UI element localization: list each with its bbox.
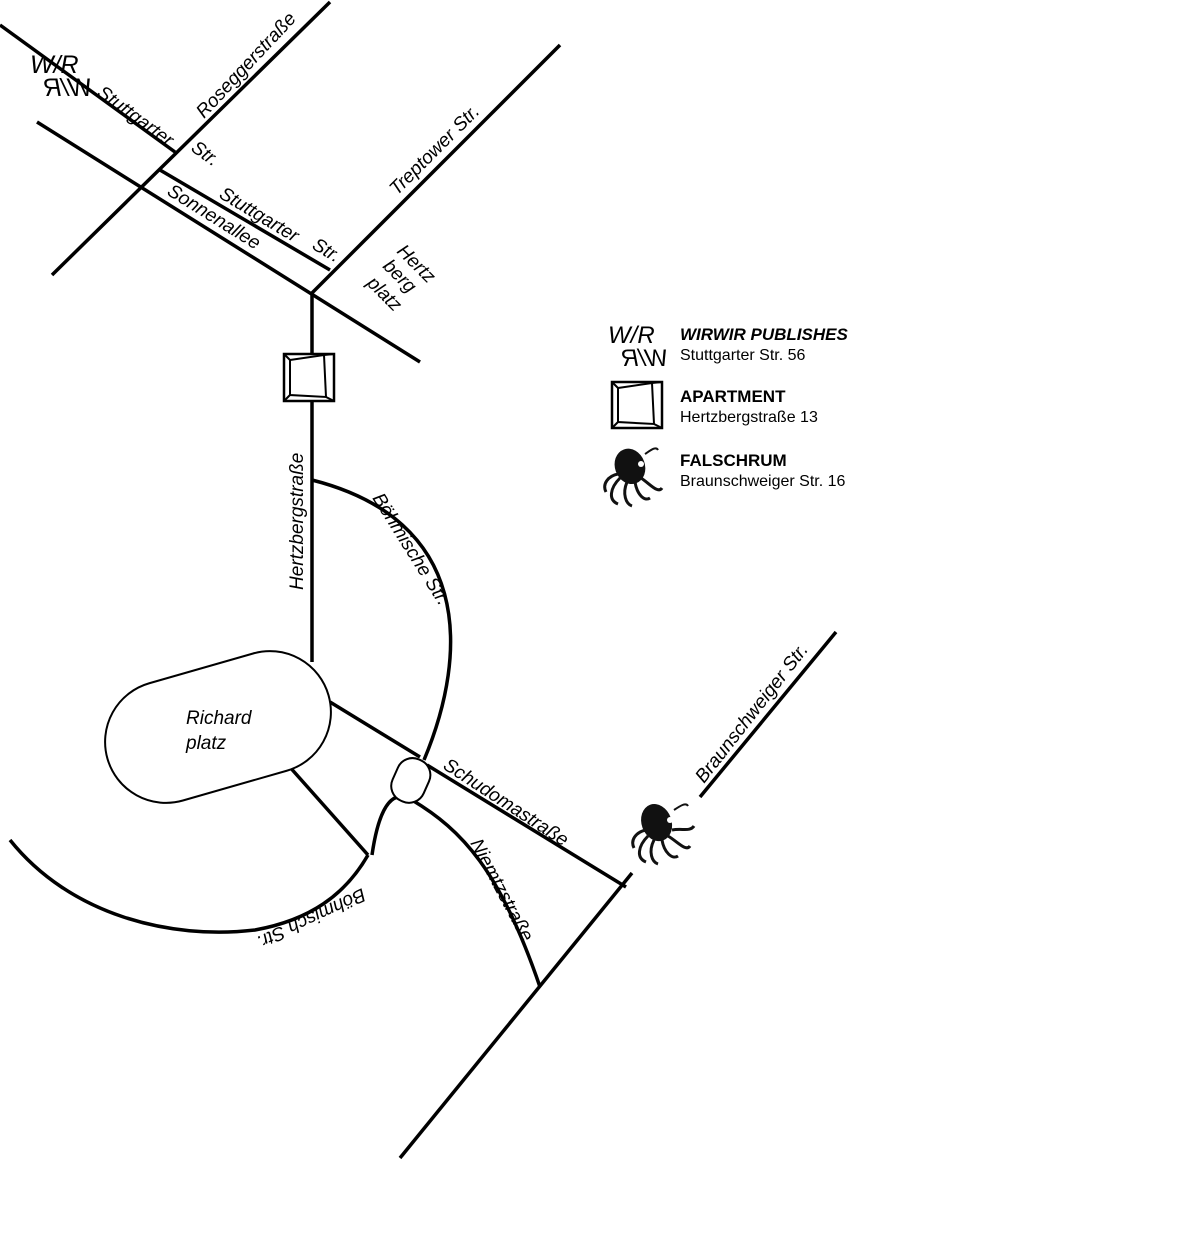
road-schudoma-west [329,700,421,759]
label-braunschweiger: Braunschweiger Str. [691,640,812,787]
map-logo-bottom: W/R [43,74,92,102]
label-stuttgarter-upper-2: Str. [187,137,223,171]
legend-address-falschrum: Braunschweiger Str. 16 [680,473,846,490]
wirwir-logo-icon: W/R W/R [30,51,92,102]
road-richardplatz-sw [286,763,370,857]
legend-title-falschrum: FALSCHRUM [680,451,787,470]
label-stuttgarter-upper-1: Stuttgarter [93,82,178,152]
plaza-label-line1: Richard [186,708,253,729]
map-logo-top: W/R [30,51,79,79]
road-stuttgarter-south [159,168,331,272]
road-treptower [310,43,562,295]
svg-text:W/R: W/R [621,345,666,372]
road-boehmische [311,478,453,761]
apartment-icon [282,352,336,403]
legend-title-wirwir: WIRWIR PUBLISHES [680,325,848,344]
richardplatz-plaza [104,650,332,804]
road-roseggerstrasse [50,0,332,277]
legend-item-apartment: APARTMENT Hertzbergstraße 13 [600,380,920,444]
wirwir-logo-icon: W/R W/R [608,322,666,372]
roundabout-island [390,757,432,804]
label-niemtzstrasse: Niemtzstraße [466,835,538,945]
label-hertzbergstrasse: Hertzbergstraße [287,453,308,590]
legend-item-falschrum: FALSCHRUM Braunschweiger Str. 16 [600,444,920,508]
road-braunschweiger [698,630,838,799]
octopus-icon [603,447,664,508]
label-roseggerstrasse: Roseggerstraße [192,8,300,122]
road-boehmisch-lower [8,838,370,934]
road-niemtzstrasse [370,794,542,988]
legend-address-wirwir: Stuttgarter Str. 56 [680,347,806,364]
plaza-label-line2: platz [185,733,227,754]
label-boehmisch-lower: Böhmisch Str. [253,883,368,952]
roads [0,0,838,1160]
label-treptower: Treptower Str. [386,101,484,199]
octopus-icon [631,803,696,866]
road-karl-marx-diagonal [398,871,634,1160]
legend-item-wirwir: W/R W/R WIRWIR PUBLISHES Stuttgarter Str… [600,318,920,382]
apartment-icon [610,380,664,430]
svg-text:W/R: W/R [608,322,655,349]
legend-address-apartment: Hertzbergstraße 13 [680,409,818,426]
label-boehmische: Böhmische Str. [368,490,454,610]
road-sonnenallee [36,120,421,364]
legend-title-apartment: APARTMENT [680,387,786,406]
road-stuttgarter-north [0,23,177,154]
road-schudomastrasse [426,763,627,889]
